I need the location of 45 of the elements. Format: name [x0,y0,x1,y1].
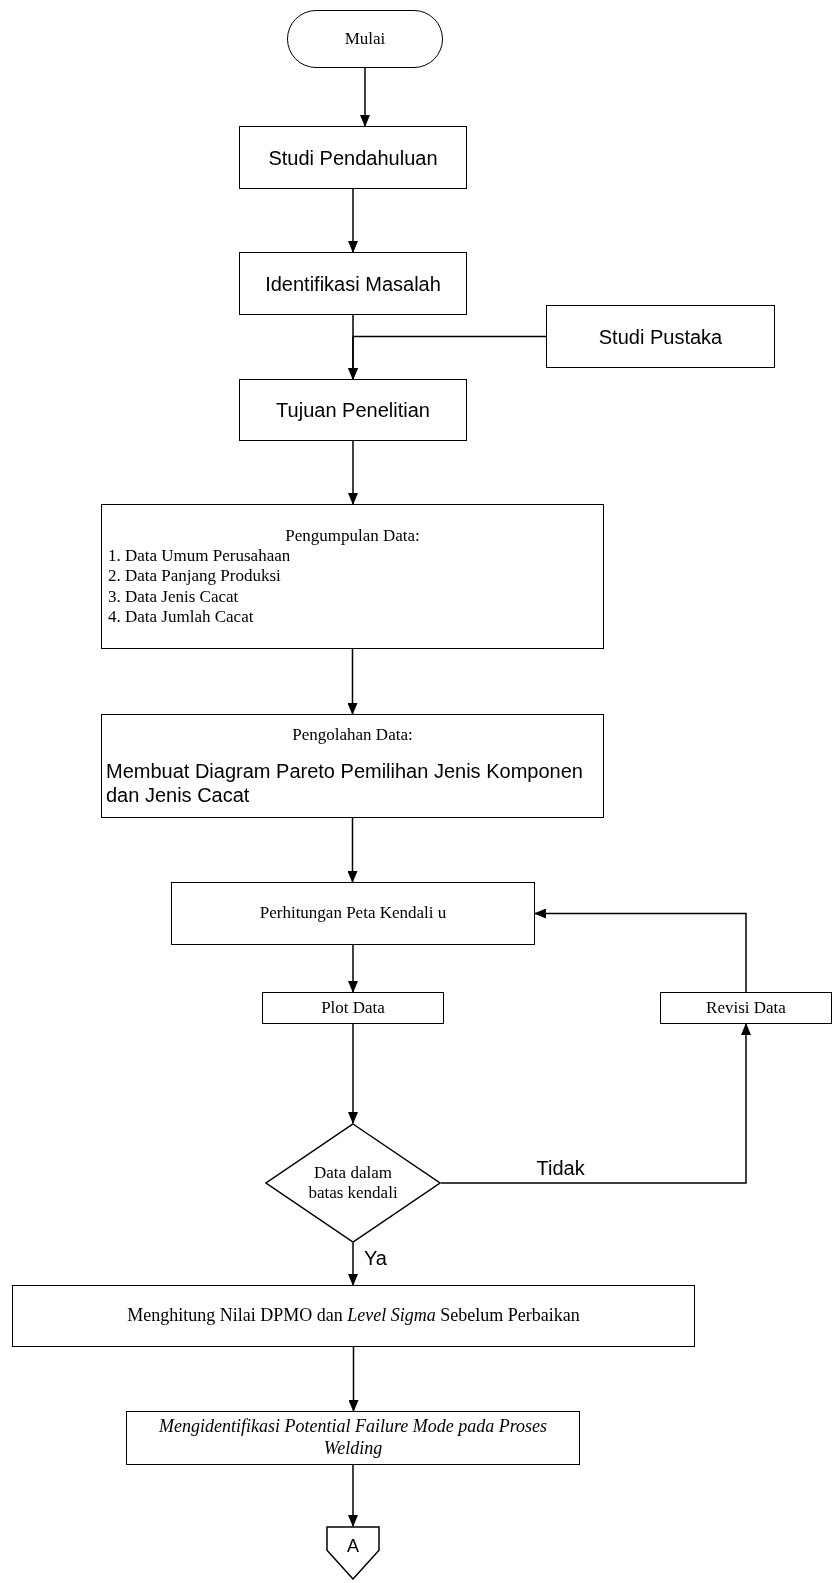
box-text: 3. Data Jenis Cacat [108,586,240,608]
box-heading: Pengolahan Data: [291,724,414,746]
arrow [348,314,358,380]
arrow [348,1242,358,1286]
arrow [347,817,358,883]
box-text: Membuat Diagram Pareto Pemilihan Jenis Komponen dan Jenis Cacat [106,759,584,808]
box-text: 1. Data Umum Perusahaan [108,545,292,567]
process-box [171,882,535,945]
node-label: Mengidentifikasi Potential Failure Mode pada Proses Welding [157,1416,549,1460]
arrow [534,908,747,993]
arrow [348,944,358,993]
arrow [440,1023,751,1184]
process-box [101,714,604,818]
node-label: Tujuan Penelitian [275,398,431,422]
process-box [239,126,467,189]
node-label: Perhitungan Peta Kendali u [258,903,448,924]
arrow [348,440,358,505]
box-text: 2. Data Panjang Produksi [108,566,282,587]
process-box [262,992,444,1024]
process-box [12,1285,695,1347]
process-box [239,379,467,441]
node-label: Studi Pustaka [597,324,724,349]
arrow [348,1464,358,1527]
node-label: Identifikasi Masalah [264,271,442,296]
arrow [348,1346,359,1412]
arrow [348,1023,358,1124]
box-text: 4. Data Jumlah Cacat [108,607,255,628]
node-label: Revisi Data [705,997,787,1019]
node-label: Data dalam batas kendali [307,1162,399,1204]
process-box [101,504,604,649]
process-box [126,1411,580,1465]
box-heading: Pengumpulan Data: [284,525,421,546]
off-page-connector [326,1526,380,1580]
arrow [360,67,370,127]
process-box [239,252,467,315]
node-label: Menghitung Nilai DPMO dan Level Sigma Sebelum Perbaikan [126,1305,581,1327]
node-label: Studi Pendahuluan [267,145,439,170]
process-box [660,992,832,1024]
node-label: Mulai [343,28,387,50]
arrow [348,188,358,253]
node-label: Plot Data [320,997,386,1019]
node-label: A [346,1536,360,1558]
arrow [347,648,358,715]
decision-diamond [265,1123,441,1243]
process-box [546,305,775,368]
